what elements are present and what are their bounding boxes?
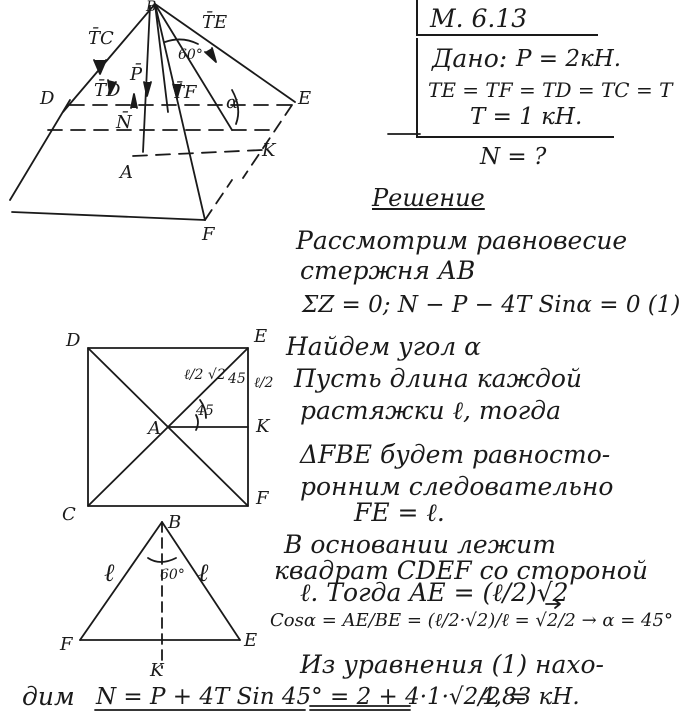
mast-ab — [142, 5, 151, 153]
arrow-p — [143, 81, 152, 97]
angle-45-arc-bottom — [195, 414, 199, 431]
figure1-vertex-b: B — [146, 0, 157, 15]
square-corner-f: F — [256, 488, 269, 509]
half-side-label: ℓ/2 — [254, 375, 274, 391]
arrow-te — [204, 47, 217, 63]
problem-number: М. 6.13 — [430, 4, 528, 33]
arrow-tf — [172, 83, 182, 99]
solution-sheet: М. 6.13 Дано: P = 2кН. TE = TF = TD = TC… — [9, 0, 680, 711]
tension-f-label: T̄F — [172, 82, 197, 103]
ground-e-edge — [242, 104, 293, 179]
final-answer: 4,83 кН. — [480, 684, 580, 710]
angle-45-bottom-label: 45 — [196, 403, 214, 419]
angle-60-arc-triangle — [147, 557, 177, 563]
tension-d-label: T̄D — [94, 80, 121, 101]
figure1-vertex-a: A — [120, 162, 133, 183]
solution-heading: Решение — [372, 184, 485, 212]
figure1-vertex-f: F — [202, 224, 215, 245]
ground-right-edge — [204, 179, 233, 221]
solution-line-10: квадрат CDEF со стороной — [274, 556, 648, 585]
solution-line-11: ℓ. Тогда AE = (ℓ/2)√2 — [300, 578, 569, 607]
solution-line-1: Рассмотрим равновесие — [296, 226, 628, 255]
arrow-td — [107, 79, 117, 95]
solution-line-2: стержня АВ — [300, 256, 476, 285]
stay-line-k — [154, 3, 233, 131]
triangle-right-side-label: ℓ — [198, 558, 209, 587]
angle-45-top-label: 45 — [228, 371, 246, 387]
triangle-corner-f: F — [60, 634, 73, 655]
square-corner-c: C — [62, 504, 76, 525]
stay-line-c — [62, 3, 156, 113]
triangle-side-bf — [79, 521, 163, 641]
solution-line-13: Из уравнения (1) нахо- — [300, 650, 605, 679]
equilibrium-equation: ΣZ = 0; N − P − 4T Sinα = 0 (1) — [302, 292, 680, 318]
solution-line-5: растяжки ℓ, тогда — [300, 396, 562, 425]
diagonal-length-label: ℓ/2 √2 — [184, 367, 226, 383]
angle-alpha-label: α — [226, 92, 239, 113]
solution-line-9: В основании лежит — [284, 530, 556, 559]
solution-line-3: Найдем угол α — [286, 332, 482, 361]
triangle-apex-angle: 60° — [160, 567, 185, 583]
figure1-vertex-k: K — [262, 140, 276, 161]
angle-60-label: 60° — [178, 47, 203, 63]
triangle-left-side-label: ℓ — [104, 558, 115, 587]
problem-number-frame — [416, 0, 598, 36]
angle-45-arc-top — [199, 399, 207, 419]
tension-e-label: T̄E — [202, 12, 228, 33]
sketch-layer — [9, 3, 561, 711]
ground-left-edge — [9, 99, 71, 201]
given-tensions: TE = TF = TD = TC = T — [428, 78, 673, 102]
weight-label: P̄ — [130, 64, 143, 85]
given-frame — [416, 38, 614, 138]
ground-ak-line — [132, 149, 263, 157]
solution-line-7: ронним следовательно — [300, 472, 614, 501]
square-corner-e: E — [254, 326, 268, 347]
stay-line-d — [154, 3, 169, 113]
square-center-a: A — [148, 418, 161, 439]
tension-c-label: T̄C — [88, 28, 114, 49]
angle-alpha-arc — [231, 89, 240, 125]
arrow-n — [130, 93, 138, 109]
given-weight: P = 2кН. — [516, 46, 622, 72]
solution-line-6: ΔFBE будет равносто- — [300, 440, 611, 469]
stay-line-f — [154, 3, 206, 221]
square-corner-d: D — [66, 330, 81, 351]
figure1-vertex-d: D — [40, 88, 55, 109]
triangle-corner-e: E — [244, 630, 258, 651]
solution-line-14-prefix: дим — [22, 682, 75, 711]
triangle-midpoint-k: K — [150, 660, 164, 681]
angle-60-arc — [164, 38, 199, 45]
solution-line-4: Пусть длина каждой — [294, 364, 583, 393]
square-point-k: K — [256, 416, 270, 437]
triangle-apex-b: B — [168, 512, 182, 533]
implies-arrow — [545, 599, 561, 609]
ground-front-edge — [11, 211, 206, 221]
final-equation: N = P + 4T Sin 45° = 2 + 4·1·√2/2 = — [96, 684, 528, 710]
stay-line-e — [154, 3, 296, 103]
given-label: Дано: — [432, 44, 508, 73]
arrow-tc — [93, 59, 107, 75]
normal-label: N̄ — [116, 112, 132, 133]
cosine-equation: Cosα = AE/BE = (ℓ/2·√2)/ℓ = √2/2 → α = 4… — [270, 610, 673, 631]
triangle-side-be — [161, 521, 241, 641]
solution-line-8: FE = ℓ. — [354, 498, 445, 527]
given-tension-value: T = 1 кН. — [470, 104, 583, 130]
figure1-vertex-e: E — [298, 88, 312, 109]
find-label: N = ? — [480, 144, 547, 170]
